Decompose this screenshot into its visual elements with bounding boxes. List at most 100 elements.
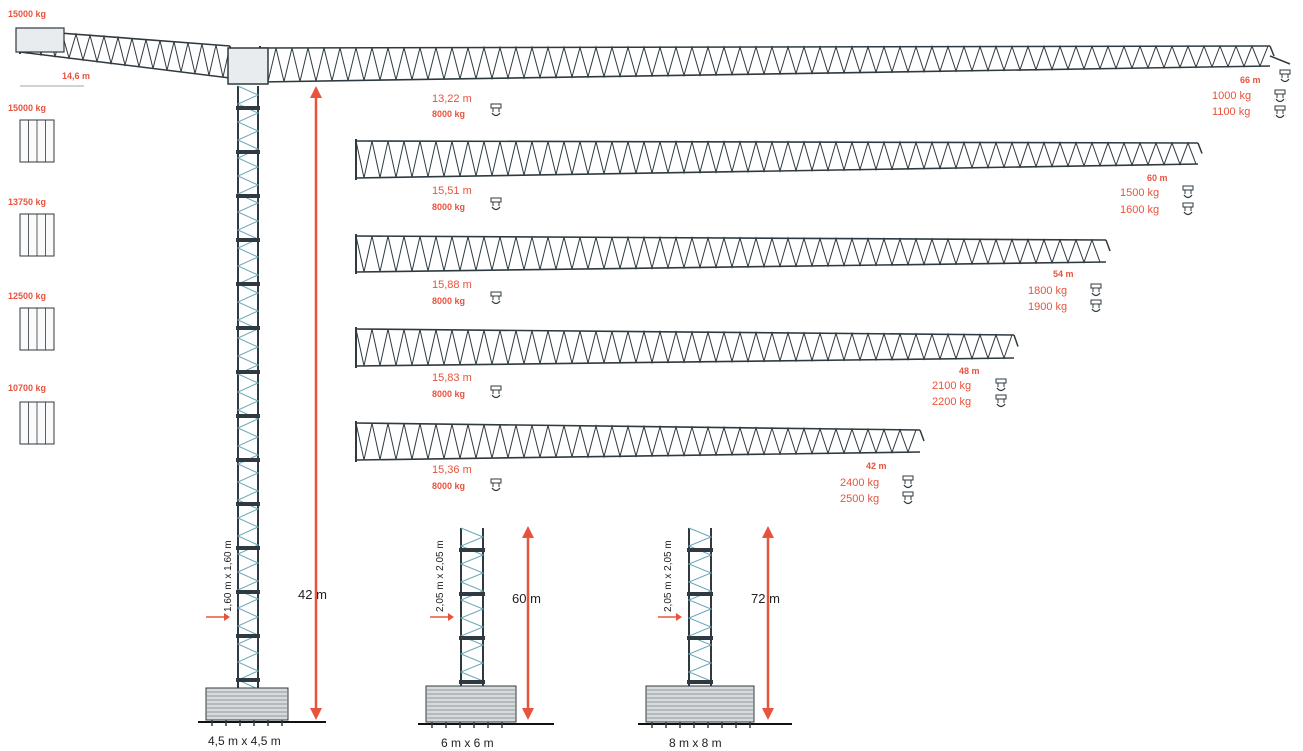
tower-2-joint xyxy=(459,592,485,596)
jib-66-tip-hook-0-hook xyxy=(1275,98,1285,103)
jib-54-root-hook-hook xyxy=(491,300,501,305)
jib-60-tip-load-2: 1600 kg xyxy=(1120,204,1160,216)
jib-60-root-distance: 15,51 m xyxy=(432,185,472,197)
jib-42-bottom-chord xyxy=(355,451,921,461)
tower-1-joint xyxy=(236,546,260,550)
tower-2-height-arrow-head-bottom xyxy=(522,708,534,720)
jib-42-tip xyxy=(919,429,925,442)
counter-jib-lattice xyxy=(19,29,231,78)
jib-60-root-hook-block xyxy=(490,197,502,203)
jib-42-root-load: 8000 kg xyxy=(432,481,466,491)
jib-54-root-load: 8000 kg xyxy=(432,296,466,306)
jib-60-tip-load-1: 1500 kg xyxy=(1120,187,1160,199)
jib-54-bottom-chord xyxy=(355,261,1107,273)
tower-1-joint xyxy=(236,502,260,506)
jib-54-root-distance: 15,88 m xyxy=(432,279,472,291)
tower-2-joint xyxy=(459,548,485,552)
jib-54-length: 54 m xyxy=(1053,269,1074,279)
counterweight-label-1: 15000 kg xyxy=(8,103,47,113)
jib-48-root-load: 8000 kg xyxy=(432,389,466,399)
jib-48-bottom-chord xyxy=(355,357,1015,367)
jib-60-top-chord xyxy=(355,140,1199,144)
tower-1-section-arrow-head xyxy=(224,613,230,621)
jib-42-lattice xyxy=(355,422,917,460)
jib-54-tip-hook-0-hook xyxy=(1091,292,1101,297)
tower-1-joint xyxy=(236,590,260,594)
counterweight-label-2: 13750 kg xyxy=(8,197,47,207)
tower-3-joint xyxy=(687,680,713,684)
counterweight-label-4: 10700 kg xyxy=(8,383,47,393)
tower-2-joint xyxy=(459,680,485,684)
tower-1-joint xyxy=(236,370,260,374)
jib-66-root-hook-hook xyxy=(491,112,501,117)
jib-48-tip xyxy=(1013,334,1019,347)
jib-48-tip-hook-0-hook xyxy=(996,387,1006,392)
jib-60-lattice xyxy=(355,139,1197,178)
jib-48-tip-load-2: 2200 kg xyxy=(932,396,972,408)
jib-66-root-distance: 13,22 m xyxy=(432,93,472,105)
tower-3-joint xyxy=(687,592,713,596)
jib-66-top-chord xyxy=(259,45,1271,49)
tower-3-base: 8 m x 8 m xyxy=(669,736,722,750)
jib-54-tip-hook-1-hook xyxy=(1091,308,1101,313)
tower-3-base-block xyxy=(645,685,755,723)
jib-42-length: 42 m xyxy=(866,461,887,471)
jib-60-tip-hook-0-hook xyxy=(1183,194,1193,199)
slewing-unit xyxy=(227,47,269,85)
tower-1-joint xyxy=(236,458,260,462)
tower-2-height: 60 m xyxy=(512,591,541,606)
jib-48-root-distance: 15,83 m xyxy=(432,372,472,384)
jib-54-top-chord xyxy=(355,235,1107,241)
tower-1-joint xyxy=(236,106,260,110)
tower-1-joint xyxy=(236,194,260,198)
tower-2-height-arrow-head-top xyxy=(522,526,534,538)
counterweight-label-0: 15000 kg xyxy=(8,9,47,19)
jib-60-root-hook-hook xyxy=(491,206,501,211)
jib-42-root-distance: 15,36 m xyxy=(432,464,472,476)
tower-1-section: 1,60 m x 1,60 m xyxy=(223,540,234,612)
tower-2-joint xyxy=(459,636,485,640)
jib-66-tip-hook-1-hook xyxy=(1275,114,1285,119)
tower-3-joint xyxy=(687,636,713,640)
tower-3-lattice xyxy=(687,527,713,682)
counter-jib-length-label: 14,6 m xyxy=(62,71,91,81)
jib-60-tip-hook-1-block xyxy=(1182,202,1194,208)
tower-2-section-arrow-head xyxy=(448,613,454,621)
jib-66-root-load: 8000 kg xyxy=(432,109,466,119)
jib-54-tip-hook-0-block xyxy=(1090,283,1102,289)
jib-66-length: 66 m xyxy=(1240,75,1261,85)
counterweight-label-3: 12500 kg xyxy=(8,291,47,301)
tower-1-joint xyxy=(236,282,260,286)
jib-48-tip-hook-1-block xyxy=(995,394,1007,400)
tower-1-height: 42 m xyxy=(298,587,327,602)
tower-1-joint xyxy=(236,678,260,682)
tower-1-height-arrow-head-bottom xyxy=(310,708,322,720)
jib-54-root-hook-block xyxy=(490,291,502,297)
jib-54-lattice xyxy=(355,235,1101,273)
jib-60-tip xyxy=(1197,142,1203,154)
tower-1-joint xyxy=(236,238,260,242)
jib-66-root-hook-block xyxy=(490,103,502,109)
jib-48-length: 48 m xyxy=(959,366,980,376)
tower-3-height: 72 m xyxy=(751,591,780,606)
jib-42-root-hook-hook xyxy=(491,487,501,492)
tower-3-height-arrow-head-bottom xyxy=(762,708,774,720)
jib-66-tip-hook-block xyxy=(1279,69,1291,75)
jib-66-tip-hook-hook xyxy=(1280,78,1290,83)
jib-60-tip-hook-1-hook xyxy=(1183,211,1193,216)
jib-42-top-chord xyxy=(355,422,921,431)
jib-54-tip xyxy=(1105,239,1111,252)
jib-48-root-hook-block xyxy=(490,385,502,391)
jib-54-tip-load-2: 1900 kg xyxy=(1028,301,1068,313)
jib-66-tip-hook-1-block xyxy=(1274,105,1286,111)
tower-1-joint xyxy=(236,634,260,638)
jib-48-tip-hook-1-hook xyxy=(996,403,1006,408)
jib-48-tip-hook-0-block xyxy=(995,378,1007,384)
tower-3-section: 2,05 m x 2,05 m xyxy=(663,540,674,612)
jib-48-tip-load-1: 2100 kg xyxy=(932,380,972,392)
jib-66-tip-hook-0-block xyxy=(1274,89,1286,95)
tower-1-base: 4,5 m x 4,5 m xyxy=(208,734,281,748)
tower-2-base-block xyxy=(425,685,517,723)
jib-42-tip-hook-1-hook xyxy=(903,500,913,505)
